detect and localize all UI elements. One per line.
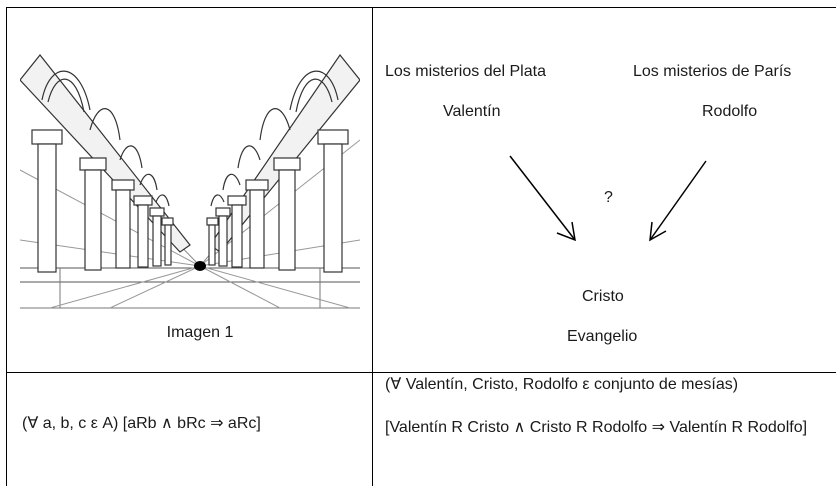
table-row-divider	[6, 372, 836, 373]
table-left-border	[6, 7, 7, 486]
transitivity-formula: (∀ a, b, c ε A) [aRb ∧ bRc ⇒ aRc]	[22, 415, 261, 432]
right-arrow-shaft	[649, 160, 707, 241]
novel-right-title: Los misterios de París	[633, 63, 792, 80]
center-book: Evangelio	[567, 328, 638, 345]
right-arrow-head	[649, 221, 667, 242]
question-mark: ?	[604, 189, 613, 206]
vanishing-point	[194, 261, 206, 271]
hero-right-name: Rodolfo	[702, 103, 758, 120]
convergence-arrows	[509, 155, 707, 242]
center-name: Cristo	[582, 288, 624, 305]
left-arrow-head	[556, 221, 576, 242]
novel-left-title: Los misterios del Plata	[385, 63, 546, 80]
left-arrow-shaft	[509, 155, 576, 241]
table-column-divider	[372, 7, 373, 486]
image-caption: Imagen 1	[166, 324, 234, 341]
perspective-arcade-illustration	[20, 53, 360, 309]
messiah-quantifier: (∀ Valentín, Cristo, Rodolfo ε conjunto …	[385, 376, 739, 393]
hero-left-name: Valentín	[443, 103, 501, 120]
messiah-relation: [Valentín R Cristo ∧ Cristo R Rodolfo ⇒ …	[385, 419, 808, 436]
table-top-border	[6, 7, 836, 8]
